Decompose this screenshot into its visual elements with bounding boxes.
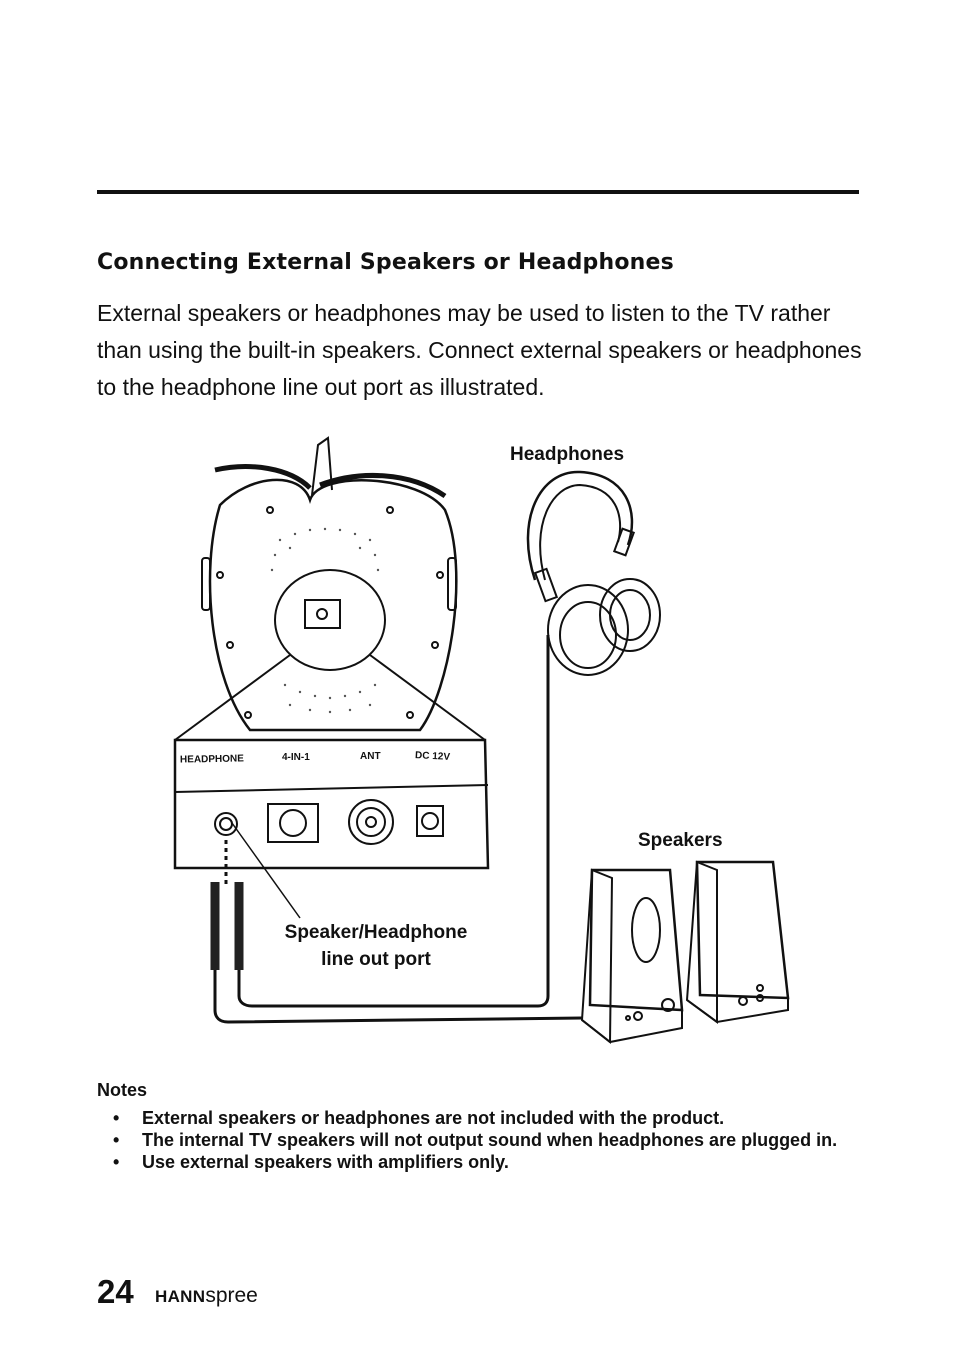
page-number: 24 (97, 1273, 134, 1310)
panel-label-dc: DC 12V (414, 750, 451, 763)
bullet: • (113, 1108, 120, 1128)
section-title: Connecting External Speakers or Headphon… (97, 250, 674, 275)
speakers-label: Speakers (638, 830, 723, 851)
header-rule (97, 190, 859, 194)
headphones-label: Headphones (510, 444, 625, 465)
brand-light: spree (205, 1284, 258, 1307)
note-text: The internal TV speakers will not output… (142, 1130, 838, 1150)
connection-diagram: HEADPHONE 4-IN-1 ANT DC 12V Headphones S… (160, 430, 800, 1070)
panel-label-headphone: HEADPHONE (179, 753, 244, 766)
note-text: External speakers or headphones are not … (142, 1108, 725, 1128)
note-text: Use external speakers with amplifiers on… (142, 1152, 509, 1172)
note-item: • The internal TV speakers will not outpu… (113, 1129, 858, 1151)
notes-list: • External speakers or headphones are not… (113, 1107, 858, 1173)
audio-cable-illustration (210, 635, 583, 1024)
bullet: • (113, 1130, 120, 1150)
intro-paragraph: External speakers or headphones may be u… (97, 300, 862, 400)
connector-panel-illustration (173, 738, 490, 870)
port-label-line1: Speaker/Headphone (284, 922, 468, 943)
connection-illustration (173, 436, 790, 1045)
brand-logo: HANNspree (155, 1284, 258, 1308)
speakers-illustration (580, 860, 790, 1045)
brand-bold: HANN (155, 1287, 206, 1306)
notes-heading: Notes (97, 1080, 148, 1100)
port-label-line2: line out port (321, 949, 431, 970)
note-item: • External speakers or headphones are not… (113, 1107, 858, 1129)
panel-label-4in1: 4-IN-1 (282, 752, 310, 763)
headphones-illustration (526, 470, 661, 676)
panel-label-ant: ANT (360, 751, 381, 762)
bullet: • (113, 1152, 120, 1172)
note-item: • Use external speakers with amplifiers o… (113, 1151, 858, 1173)
tv-back-illustration (201, 436, 458, 732)
